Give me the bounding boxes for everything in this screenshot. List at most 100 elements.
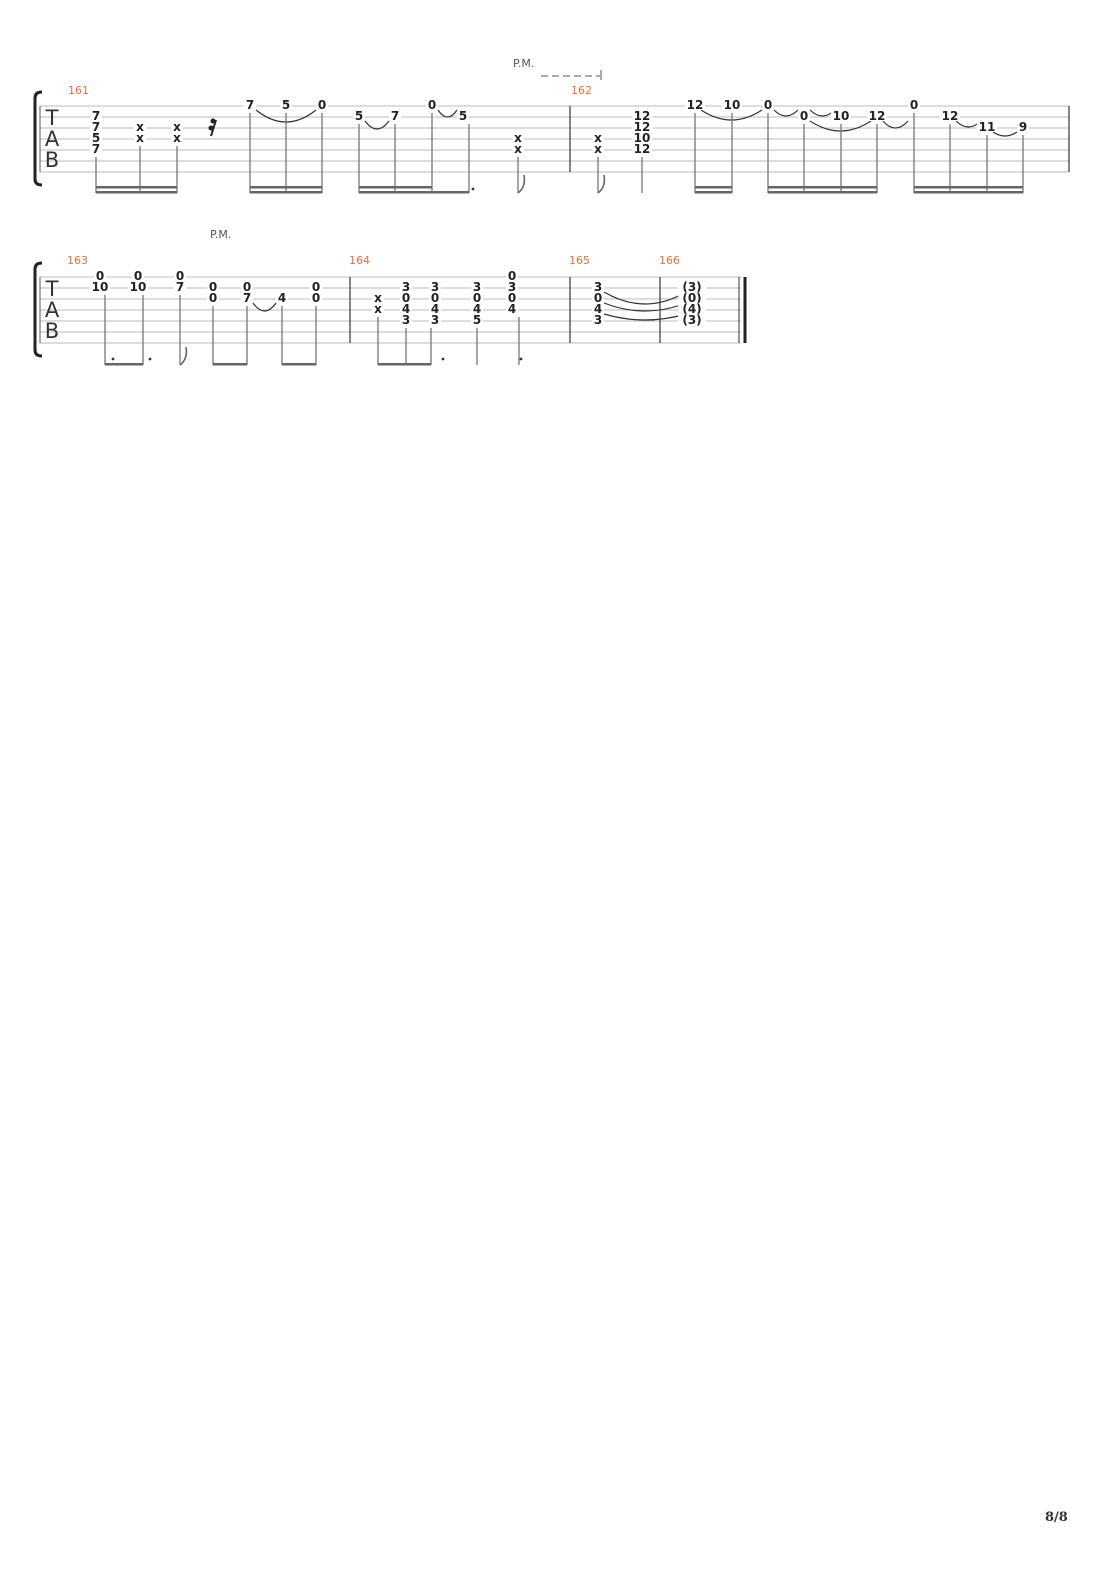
fret-background — [90, 281, 110, 292]
fret-background — [94, 270, 106, 281]
fret-number: 10 — [130, 280, 147, 294]
fret-background — [632, 110, 652, 121]
fret-number: x — [514, 131, 522, 145]
fret-background — [592, 303, 604, 314]
tab-clef-letter: A — [45, 298, 60, 322]
rhythm-dot — [441, 357, 445, 361]
fret-number: 3 — [402, 280, 410, 294]
fret-background — [310, 292, 322, 303]
note-beam — [914, 186, 1023, 189]
fret-number: 0 — [402, 291, 410, 305]
note-beam — [359, 186, 432, 189]
fret-number: 4 — [431, 302, 439, 316]
fret-background — [353, 110, 365, 121]
fret-number: 3 — [431, 280, 439, 294]
fret-background — [831, 110, 851, 121]
fret-number: 0 — [176, 269, 184, 283]
fret-background — [134, 121, 146, 132]
fret-number: 0 — [800, 109, 808, 123]
tab-clef-letter: T — [45, 106, 59, 130]
fret-number: 12 — [634, 109, 651, 123]
fret-background — [678, 303, 706, 314]
fret-background — [429, 281, 441, 292]
fret-number: 7 — [92, 142, 100, 156]
fret-background — [798, 110, 810, 121]
fret-number: 0 — [594, 291, 602, 305]
tie-slur — [992, 131, 1018, 137]
fret-background — [592, 132, 604, 143]
fret-background — [506, 281, 518, 292]
fret-number: 10 — [634, 131, 651, 145]
measure-number: 164 — [349, 254, 370, 267]
tie-slur — [364, 120, 390, 130]
fret-number: 0 — [431, 291, 439, 305]
fret-number: 5 — [355, 109, 363, 123]
fret-number: (3) — [682, 280, 701, 294]
fret-number: 4 — [508, 302, 516, 316]
fret-background — [426, 99, 438, 110]
fret-background — [506, 270, 518, 281]
note-beam — [250, 191, 322, 194]
fret-background — [241, 281, 253, 292]
tie-slur — [437, 109, 458, 118]
note-flag — [179, 346, 188, 366]
fret-background — [128, 281, 148, 292]
fret-background — [174, 270, 186, 281]
palm-mute-label: P.M. — [210, 228, 231, 241]
fret-background — [632, 143, 652, 154]
rest-dot — [208, 125, 214, 131]
fret-background — [372, 303, 384, 314]
fret-number: 7 — [176, 280, 184, 294]
fret-number: 12 — [869, 109, 886, 123]
fret-number: x — [136, 131, 144, 145]
note-beam — [96, 191, 177, 194]
fret-background — [372, 292, 384, 303]
tie-slur — [882, 120, 909, 129]
fret-background — [457, 110, 469, 121]
fret-background — [174, 281, 186, 292]
fret-number: 0 — [209, 280, 217, 294]
fret-number: 3 — [402, 313, 410, 327]
fret-number: x — [514, 142, 522, 156]
fret-number: x — [173, 131, 181, 145]
sixteenth-rest-icon — [208, 118, 217, 137]
system-bracket — [33, 90, 43, 187]
fret-background — [241, 292, 253, 303]
fret-background — [400, 281, 412, 292]
fret-number: 4 — [473, 302, 481, 316]
fret-number: x — [374, 302, 382, 316]
fret-number: 10 — [724, 98, 741, 112]
note-beam — [96, 186, 177, 189]
tab-clef-letter: T — [45, 277, 59, 301]
fret-background — [506, 292, 518, 303]
note-flag — [517, 174, 526, 194]
fret-background — [132, 270, 144, 281]
fret-background — [310, 281, 322, 292]
fret-background — [512, 132, 524, 143]
note-beam — [213, 363, 247, 366]
rhythm-dot — [471, 187, 475, 191]
fret-number: 0 — [312, 291, 320, 305]
measure-number: 163 — [67, 254, 88, 267]
fret-number: 4 — [402, 302, 410, 316]
fret-number: 5 — [459, 109, 467, 123]
fret-background — [400, 314, 412, 325]
fret-background — [316, 99, 328, 110]
fret-number: x — [594, 131, 602, 145]
rest-dot — [210, 118, 216, 124]
fret-number: 10 — [92, 280, 109, 294]
tab-clef-letter: A — [45, 127, 60, 151]
measure-number: 161 — [68, 84, 89, 97]
fret-background — [207, 281, 219, 292]
fret-number: 0 — [134, 269, 142, 283]
tie-slur — [603, 291, 687, 305]
fret-number: 0 — [473, 291, 481, 305]
rhythm-dot — [519, 357, 523, 361]
fret-background — [400, 292, 412, 303]
fret-number: 12 — [634, 120, 651, 134]
fret-background — [685, 99, 705, 110]
fret-number: 9 — [1019, 120, 1027, 134]
fret-background — [867, 110, 887, 121]
fret-background — [592, 292, 604, 303]
